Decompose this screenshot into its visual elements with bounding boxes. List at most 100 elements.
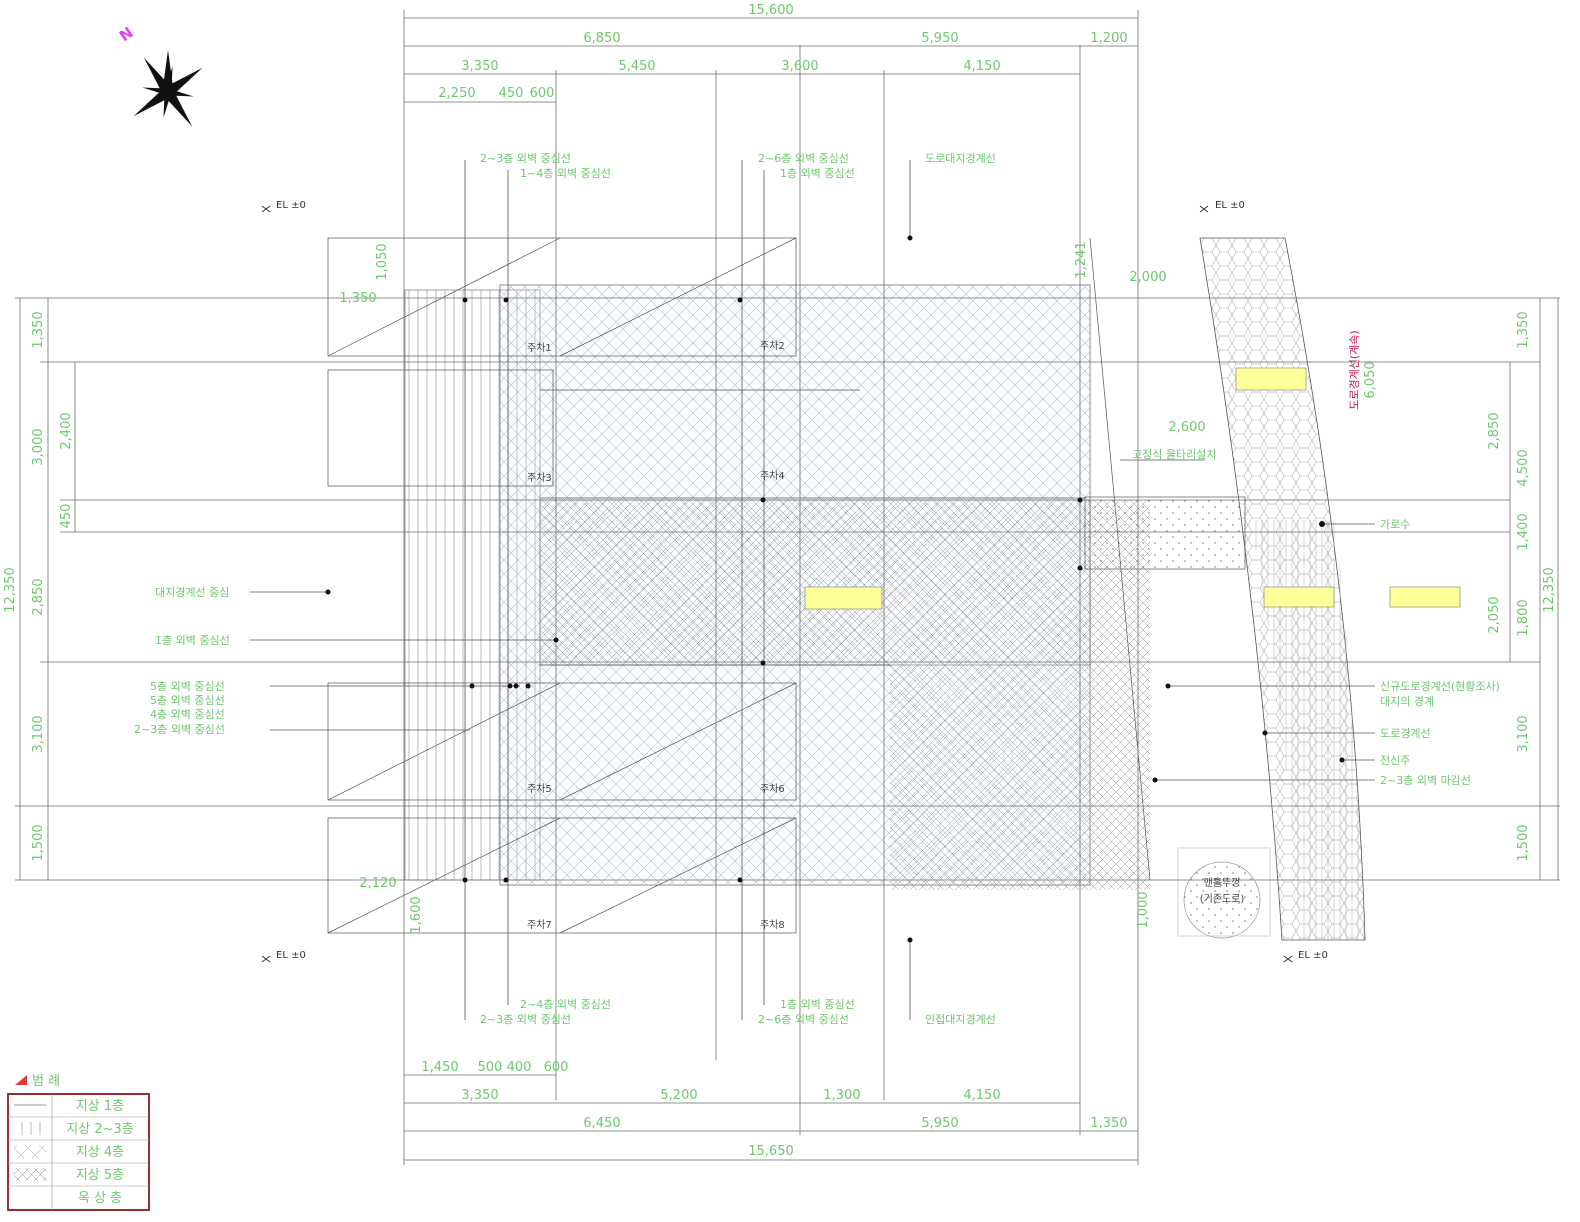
column-label-1: 주차1 [527,342,552,354]
note-left-5: 4층 외벽 중심선 [150,708,225,721]
column-label-2: 주차2 [760,340,785,352]
wall-outlines [327,237,1151,934]
dimension-lines [19,17,1559,1161]
annotation-notes: 2~3층 외벽 중심선 1~4층 외벽 중심선 2~6층 외벽 중심선 1층 외… [134,152,1500,1026]
dim-bot-1-d: 600 [544,1060,569,1075]
dim-top-3-b: 5,450 [618,59,655,74]
north-arrow: N [116,23,203,127]
elevation-tl: EL ±0 [276,200,306,211]
legend-item-4: 지상 5층 [76,1168,124,1183]
dim-left-seg-5: 1,500 [31,824,46,861]
dim-top-3-d: 4,150 [963,59,1000,74]
manhole-label-2: (기존도로) [1200,893,1245,905]
column-label-3: 주차3 [527,472,552,484]
note-bottom-left-1: 2~4층 외벽 중심선 [520,998,611,1011]
column-label-6: 주차6 [760,783,785,795]
leader-lines [250,160,1375,1020]
dim-right-seg-4: 1,800 [1516,599,1531,636]
dim-top-4-b: 450 [499,86,524,101]
note-left-3: 5층 외벽 중심선 [150,680,225,693]
note-right-1: 도로경계선(계속) [1348,330,1361,409]
dim-top-4-c: 600 [530,86,555,101]
bottom-dimensions: 1,450 500 400 600 3,350 5,200 1,300 4,15… [421,1060,1127,1159]
legend-item-2: 지상 2~3층 [66,1122,133,1137]
dim-bot-3-c: 1,350 [1090,1116,1127,1131]
manhole-label: 맨홀뚜껑 [1204,876,1241,889]
dim-bot-2-b: 5,200 [660,1088,697,1103]
legend-item-3: 지상 4층 [76,1145,124,1160]
dim-misc-7: 2,600 [1168,420,1205,435]
dim-top-4-a: 2,250 [438,86,475,101]
column-labels: 주차1 주차2 주차3 주차4 주차5 주차6 주차7 주차8 [527,340,785,931]
dim-bot-2-c: 1,300 [823,1088,860,1103]
note-left-6: 2~3층 외벽 중심선 [134,723,225,736]
elevation-br: EL ±0 [1298,950,1328,961]
dim-bot-3-b: 5,950 [921,1116,958,1131]
dim-bot-1-b: 500 [478,1060,503,1075]
dim-right-seg-5: 3,100 [1516,715,1531,752]
note-top-mid-2: 1층 외벽 중심선 [780,167,855,180]
grid-lines [15,10,1560,1165]
note-right-4: 신규도로경계선(현황조사) [1380,680,1500,693]
dim-misc-6: 2,000 [1129,270,1166,285]
dim-misc-4: 1,600 [409,896,424,933]
note-right-3: 가로수 [1380,518,1410,531]
dim-left-seg-2: 3,000 [31,428,46,465]
top-dimensions: 15,600 6,850 5,950 1,200 3,350 5,450 3,6… [438,3,1127,101]
dim-top-2-b: 5,950 [921,31,958,46]
note-top-mid-1: 2~6층 외벽 중심선 [758,152,849,165]
dim-misc-5: 1,241 [1074,241,1089,278]
dim-left-seg-3: 2,850 [31,578,46,615]
legend: 범 례 지상 1층 지상 2~3층 지상 4층 지상 5층 옥 상 층 [7,1074,150,1211]
dim-top-overall: 15,600 [748,3,794,18]
dim-bot-1-a: 1,450 [421,1060,458,1075]
building-hatch [404,284,1246,890]
dim-right-inner-1: 2,850 [1487,412,1502,449]
dim-left-seg-1: 1,350 [31,311,46,348]
elevation-bl: EL ±0 [276,950,306,961]
column-label-4: 주차4 [760,470,785,482]
manhole-symbol: 맨홀뚜껑 (기존도로) [1177,847,1271,939]
legend-item-1: 지상 1층 [76,1099,124,1114]
dim-bot-1-c: 400 [507,1060,532,1075]
dim-bot-3-a: 6,450 [583,1116,620,1131]
dim-right-inner-2: 2,050 [1487,596,1502,633]
note-left-1: 대지경계선 중심 [155,586,229,599]
dim-top-3-c: 3,600 [781,59,818,74]
note-bottom-right: 인접대지경계선 [925,1013,996,1026]
legend-item-5: 옥 상 층 [78,1191,122,1206]
note-top-right: 도로대지경계선 [925,152,996,165]
right-dimensions: 12,350 1,350 4,500 1,400 1,800 3,100 1,5… [1487,311,1557,861]
column-label-7: 주차7 [527,919,552,931]
dim-misc-2: 1,350 [339,291,376,306]
dim-bot-overall: 15,650 [748,1144,794,1159]
dim-left-overall: 12,350 [3,567,18,613]
note-bottom-left-2: 2~3층 외벽 중심선 [480,1013,571,1026]
note-right-8: 2~3층 외벽 마감선 [1380,774,1471,787]
note-right-6: 도로경계선 [1380,727,1431,740]
dim-right-seg-6: 1,500 [1516,824,1531,861]
dim-left-inner-2: 450 [59,504,74,529]
dim-top-2-a: 6,850 [583,31,620,46]
note-bottom-mid-2: 2~6층 외벽 중심선 [758,1013,849,1026]
left-dimensions: 12,350 1,350 3,000 2,850 3,100 1,500 2,4… [3,311,74,861]
note-top-left-2: 1~4층 외벽 중심선 [520,167,611,180]
dim-misc-1: 1,050 [375,243,390,280]
dim-misc-3: 2,120 [359,876,396,891]
note-left-2: 1층 외벽 중심선 [155,634,230,647]
dim-right-overall: 12,350 [1542,567,1557,613]
dim-right-seg-3: 1,400 [1516,513,1531,550]
legend-title: 범 례 [32,1074,60,1089]
dim-right-seg-2: 4,500 [1516,449,1531,486]
point-markers [325,235,1345,943]
note-bottom-mid-1: 1층 외벽 중심선 [780,998,855,1011]
dim-bot-2-a: 3,350 [461,1088,498,1103]
north-label: N [116,23,137,45]
dim-top-2-c: 1,200 [1090,31,1127,46]
label-boxes [804,367,1461,610]
note-right-2: 고정식 울타리설치 [1132,448,1216,461]
dim-right-seg-1: 1,350 [1516,311,1531,348]
column-label-8: 주차8 [760,919,785,931]
dim-left-seg-4: 3,100 [31,715,46,752]
note-right-5: 대지의 경계 [1380,695,1434,708]
